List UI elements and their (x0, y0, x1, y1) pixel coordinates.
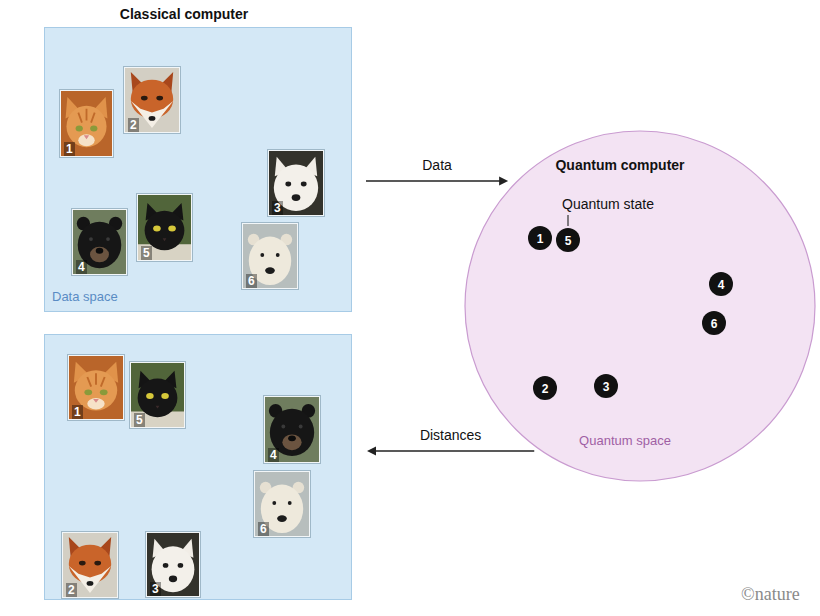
state-number: 5 (565, 234, 572, 248)
quantum-state-dot: 5 (556, 228, 580, 252)
animal-photo: 4 (72, 209, 127, 275)
photo-number: 3 (150, 582, 161, 596)
animal-photo: 3 (146, 532, 200, 597)
state-callout: Quantum state (562, 196, 654, 212)
arrow-line (375, 450, 534, 451)
flow-arrow (367, 447, 534, 456)
photo-number: 3 (272, 201, 283, 215)
photo-number: 6 (258, 522, 269, 536)
state-number: 3 (603, 380, 610, 394)
quantum-state-dot: 6 (702, 311, 726, 335)
distance-panel: 1 2 3 4 5 6 (44, 334, 352, 600)
animal-photo: 1 (68, 355, 124, 420)
photo-number: 1 (64, 142, 75, 156)
arrow-label: Distances (418, 427, 483, 443)
arrow-line (366, 180, 500, 181)
photo-number: 6 (246, 274, 257, 288)
photo-number: 2 (66, 583, 77, 597)
state-number: 2 (542, 382, 549, 396)
space-label: Data space (52, 289, 118, 304)
photo-number: 2 (128, 118, 139, 132)
photo-number: 4 (268, 448, 279, 462)
quantum-state-dot: 2 (533, 376, 557, 400)
state-number: 4 (718, 278, 725, 292)
animal-photo: 6 (254, 471, 310, 537)
space-label: Quantum space (579, 433, 671, 448)
animal-photo: 2 (124, 67, 180, 133)
quantum-space-circle: Quantum computerQuantum space 1 2 3 4 5 6 (464, 130, 816, 482)
photo-number: 5 (134, 413, 145, 427)
arrow-head (499, 177, 508, 186)
quantum-state-dot: 1 (528, 226, 552, 250)
animal-photo: 4 (264, 396, 320, 463)
animal-photo: 6 (242, 223, 298, 289)
leader-line (567, 215, 568, 226)
state-number: 1 (537, 232, 544, 246)
circle-heading: Quantum computer (555, 157, 684, 173)
state-number: 6 (711, 317, 718, 331)
quantum-state-dot: 4 (709, 272, 733, 296)
animal-photo: 5 (137, 194, 192, 261)
animal-photo: 5 (130, 362, 185, 428)
photo-number: 5 (141, 246, 152, 260)
photo-number: 4 (76, 260, 87, 274)
panel-heading: Classical computer (120, 6, 248, 22)
flow-arrow (366, 177, 508, 186)
quantum-state-dot: 3 (594, 374, 618, 398)
photo-number: 1 (72, 405, 83, 419)
circle-outline (464, 130, 816, 482)
animal-photo: 1 (60, 90, 113, 157)
animal-photo: 2 (62, 532, 118, 598)
arrow-head (367, 447, 376, 456)
data-space-panel: Classical computerData space123456 (44, 27, 352, 312)
copyright-mark: ©nature (741, 584, 800, 605)
arrow-label: Data (420, 157, 454, 173)
animal-photo: 3 (268, 150, 324, 216)
